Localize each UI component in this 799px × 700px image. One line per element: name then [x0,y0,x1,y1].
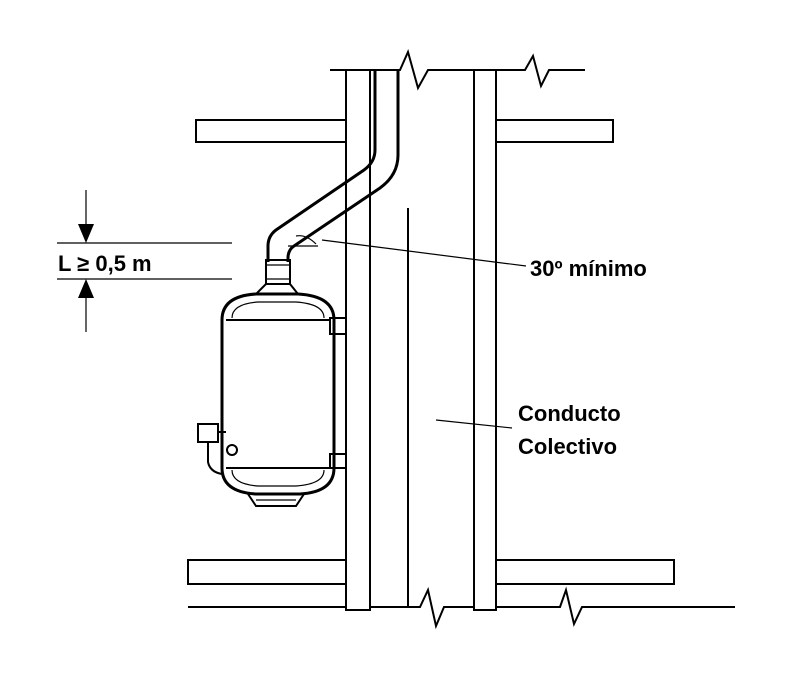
duct-top-break [330,49,474,91]
distance-label: L ≥ 0,5 m [58,251,152,276]
duct-wall-left [345,69,371,611]
lower-slab-right [495,559,675,585]
flue-pipe [266,70,400,262]
angle-label: 30º mínimo [530,256,647,281]
angle-arc [295,235,317,245]
duct-label-line2: Colectivo [518,434,617,459]
angle-leader-line [321,239,527,267]
duct-leader-line [435,419,513,429]
duct-label-line1: Conducto [518,401,621,426]
right-top-break [496,53,585,89]
upper-slab-right [495,119,614,143]
lower-slab-left [187,559,347,585]
upper-slab-left [195,119,347,143]
water-heater [197,259,347,507]
floor-line-right [496,586,735,628]
duct-wall-right [473,69,497,611]
distance-dimension [57,190,232,332]
duct-bottom-break [370,586,474,630]
